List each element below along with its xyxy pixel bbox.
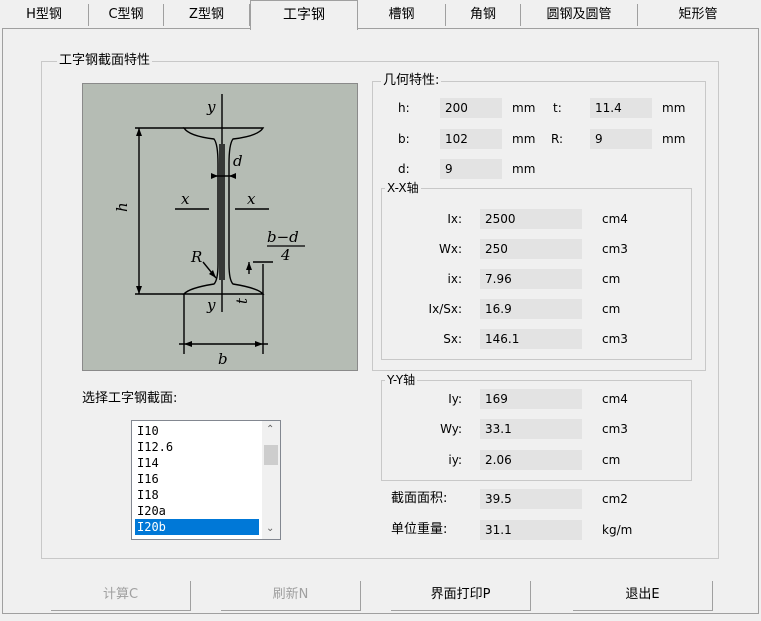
r-label: R: bbox=[551, 132, 564, 146]
d-unit: mm bbox=[512, 162, 536, 176]
iy-radius-value: 2.06 bbox=[480, 450, 582, 470]
tab-rect-tube[interactable]: 矩形管 bbox=[638, 4, 758, 26]
label-h: h bbox=[113, 202, 131, 212]
d-value: 9 bbox=[440, 159, 502, 179]
section-properties-title: 工字钢截面特性 bbox=[57, 53, 153, 69]
b-label: b: bbox=[398, 132, 410, 146]
area-value: 39.5 bbox=[480, 489, 582, 509]
tab-c-channel[interactable]: C型钢 bbox=[89, 4, 164, 26]
t-value: 11.4 bbox=[590, 98, 652, 118]
weight-value: 31.1 bbox=[480, 520, 582, 540]
iy-radius-label: iy: bbox=[448, 453, 462, 467]
label-y-top: y bbox=[206, 98, 216, 116]
list-item[interactable]: I20a bbox=[137, 504, 166, 518]
t-unit: mm bbox=[662, 101, 686, 115]
xx-axis-title: X-X轴 bbox=[385, 180, 421, 196]
wy-value: 33.1 bbox=[480, 419, 582, 439]
ix-value: 2500 bbox=[480, 209, 582, 229]
iy-value: 169 bbox=[480, 389, 582, 409]
i-beam-drawing: y y x x d h R t b b−d 4 bbox=[113, 94, 305, 368]
scroll-thumb[interactable] bbox=[264, 445, 278, 465]
ix-sx-unit: cm bbox=[602, 302, 621, 316]
yy-axis-group bbox=[381, 380, 692, 481]
tab-angle[interactable]: 角钢 bbox=[446, 4, 521, 26]
sx-unit: cm3 bbox=[602, 332, 628, 346]
label-d: d bbox=[233, 152, 243, 170]
h-label: h: bbox=[398, 101, 410, 115]
label-r: R bbox=[190, 248, 202, 266]
wx-label: Wx: bbox=[438, 242, 462, 256]
h-value: 200 bbox=[440, 98, 502, 118]
weight-unit: kg/m bbox=[602, 523, 633, 537]
tab-h-beam[interactable]: H型钢 bbox=[0, 4, 89, 26]
scroll-up-icon[interactable]: ⌃ bbox=[266, 424, 275, 435]
yy-axis-title: Y-Y轴 bbox=[385, 372, 418, 388]
tab-z-section[interactable]: Z型钢 bbox=[164, 4, 250, 26]
label-b: b bbox=[218, 350, 228, 368]
ix-radius-value: 7.96 bbox=[480, 269, 582, 289]
wy-unit: cm3 bbox=[602, 422, 628, 436]
wy-label: Wy: bbox=[440, 422, 462, 436]
d-label: d: bbox=[398, 162, 410, 176]
geometry-title: 几何特性: bbox=[381, 73, 442, 89]
ix-label: Ix: bbox=[447, 212, 462, 226]
section-properties-group bbox=[41, 61, 719, 559]
refresh-button[interactable]: 刷新N bbox=[221, 581, 361, 611]
area-unit: cm2 bbox=[602, 492, 628, 506]
label-frac-den: 4 bbox=[280, 246, 291, 264]
ix-sx-label: Ix/Sx: bbox=[428, 302, 462, 316]
wx-value: 250 bbox=[480, 239, 582, 259]
r-value: 9 bbox=[590, 129, 652, 149]
ix-radius-label: ix: bbox=[447, 272, 462, 286]
calculate-button[interactable]: 计算C bbox=[51, 581, 191, 611]
b-value: 102 bbox=[440, 129, 502, 149]
tab-channel[interactable]: 槽钢 bbox=[358, 4, 446, 26]
label-frac-num: b−d bbox=[267, 228, 299, 246]
weight-label: 单位重量: bbox=[391, 522, 448, 537]
iy-unit: cm4 bbox=[602, 392, 628, 406]
label-x-left: x bbox=[181, 190, 190, 208]
t-label: t: bbox=[553, 101, 562, 115]
list-item[interactable]: I16 bbox=[137, 472, 159, 486]
list-scrollbar[interactable]: ⌃ ⌄ bbox=[262, 421, 280, 539]
sx-label: Sx: bbox=[443, 332, 462, 346]
scroll-down-icon[interactable]: ⌄ bbox=[266, 523, 275, 534]
list-item[interactable]: I10 bbox=[137, 424, 159, 438]
list-item[interactable]: I12.6 bbox=[137, 440, 174, 454]
list-item[interactable]: I14 bbox=[137, 456, 159, 470]
ix-sx-value: 16.9 bbox=[480, 299, 582, 319]
label-x-right: x bbox=[247, 190, 256, 208]
list-item[interactable]: I18 bbox=[137, 488, 159, 502]
print-button[interactable]: 界面打印P bbox=[391, 581, 531, 611]
tab-round[interactable]: 圆钢及圆管 bbox=[521, 4, 638, 26]
wx-unit: cm3 bbox=[602, 242, 628, 256]
h-unit: mm bbox=[512, 101, 536, 115]
label-y-bottom: y bbox=[206, 296, 216, 314]
xx-axis-group bbox=[381, 188, 692, 360]
iy-radius-unit: cm bbox=[602, 453, 621, 467]
r-unit: mm bbox=[662, 132, 686, 146]
tab-bar: H型钢 C型钢 Z型钢 工字钢 槽钢 角钢 圆钢及圆管 矩形管 bbox=[0, 0, 761, 30]
exit-button[interactable]: 退出E bbox=[573, 581, 713, 611]
list-item-selected[interactable]: I20b bbox=[135, 519, 259, 535]
i-beam-diagram: y y x x d h R t b b−d 4 bbox=[82, 83, 358, 371]
ix-radius-unit: cm bbox=[602, 272, 621, 286]
ix-unit: cm4 bbox=[602, 212, 628, 226]
label-t: t bbox=[233, 297, 251, 304]
area-label: 截面面积: bbox=[391, 491, 448, 506]
geometry-group bbox=[372, 81, 706, 371]
select-section-label: 选择工字钢截面: bbox=[82, 391, 178, 406]
iy-label: Iy: bbox=[448, 392, 462, 406]
tab-i-beam[interactable]: 工字钢 bbox=[250, 0, 358, 30]
section-listbox[interactable]: I10 I12.6 I14 I16 I18 I20a I20b ⌃ ⌄ bbox=[131, 420, 281, 540]
b-unit: mm bbox=[512, 132, 536, 146]
sx-value: 146.1 bbox=[480, 329, 582, 349]
